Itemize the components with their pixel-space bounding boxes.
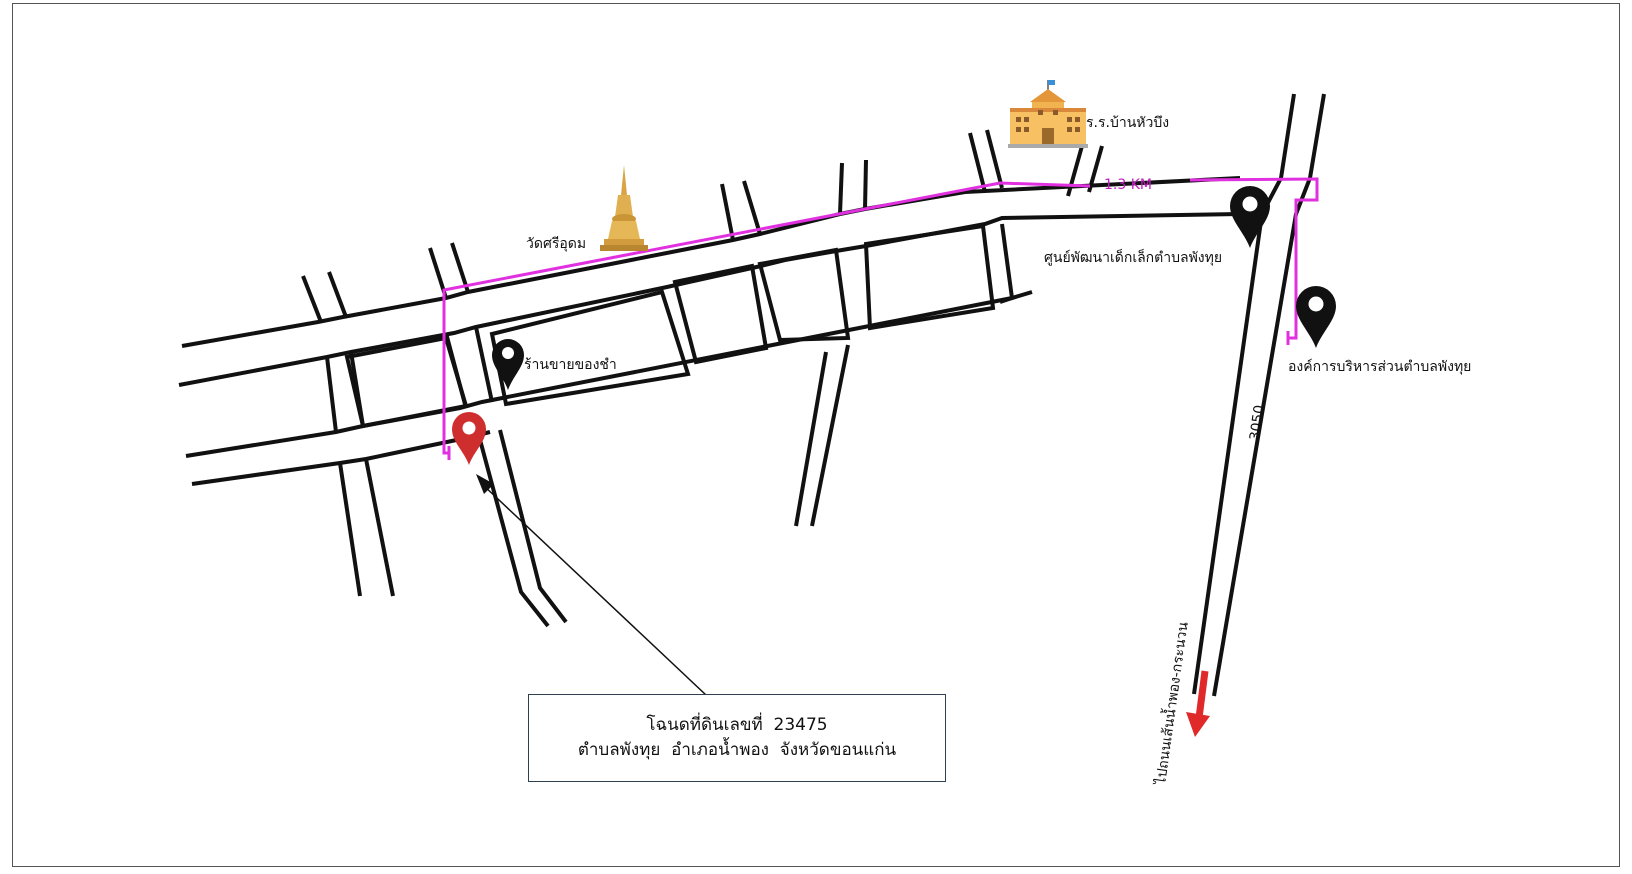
- shop-label: ร้านขายของชำ: [524, 357, 617, 373]
- street-c-right: [364, 458, 395, 597]
- block-5: [863, 223, 996, 331]
- street-d-right: [450, 242, 470, 293]
- road-network: [178, 93, 1326, 697]
- block-6-edge: [999, 223, 1015, 304]
- direction-label: ไปถนนเส้นน้ำพอง-กระนวน: [1150, 620, 1192, 786]
- highway-label: 3050: [1247, 404, 1268, 442]
- shop-pin-icon: [492, 339, 524, 390]
- school-building-icon: [1008, 80, 1088, 148]
- sao-pin-icon: [1296, 286, 1336, 348]
- deed-line-2: ตำบลพังทุย อำเภอน้ำพอง จังหวัดขอนแก่น: [577, 740, 897, 760]
- street-j-left: [1066, 145, 1084, 197]
- deed-line-1: โฉนดที่ดินเลขที่ 23475: [646, 715, 828, 736]
- street-a-left: [301, 275, 323, 323]
- street-g-left: [720, 183, 735, 241]
- highway-3050-edge-left: [1192, 93, 1296, 695]
- street-k-right: [810, 344, 850, 527]
- deed-info-box: โฉนดที่ดินเลขที่ 23475 ตำบลพังทุย อำเภอน…: [528, 694, 946, 782]
- block-1: [344, 335, 469, 429]
- lower-road-edge-top: [185, 290, 1033, 458]
- street-i-left: [968, 132, 987, 193]
- distance-label: 1.3 KM: [1104, 177, 1152, 193]
- block-2: [489, 289, 691, 407]
- street-e-right: [474, 326, 494, 403]
- street-h-left: [838, 162, 844, 215]
- deed-pointer-line: [481, 483, 707, 696]
- childcare-pin-icon: [1230, 186, 1270, 248]
- distance-route: [442, 181, 1091, 455]
- sao-label: องค์การบริหารส่วนตำบลพังทุย: [1288, 358, 1471, 375]
- street-g-right: [742, 180, 762, 235]
- street-k-left: [794, 351, 828, 527]
- block-3: [672, 263, 769, 365]
- street-c-left: [338, 462, 362, 597]
- deed-pointer-arrowhead: [476, 474, 494, 494]
- street-a-right: [327, 271, 348, 318]
- temple-pagoda-icon: [600, 165, 648, 251]
- street-i-right: [985, 129, 1004, 189]
- street-f-left: [477, 435, 550, 628]
- street-f-right: [498, 429, 568, 624]
- street-b-left: [325, 356, 338, 433]
- street-h-right: [863, 159, 868, 210]
- map-frame: [12, 3, 1620, 867]
- street-j-right: [1087, 145, 1104, 193]
- distance-route-right: [1189, 177, 1319, 340]
- highway-3050-edge-right: [1212, 93, 1326, 697]
- childcare-label: ศูนย์พัฒนาเด็กเล็กตำบลพังทุย: [1044, 248, 1222, 266]
- arrow-down-icon: [1186, 670, 1210, 737]
- block-4: [757, 247, 851, 343]
- temple-label: วัดศรีอุดม: [526, 236, 586, 252]
- school-label: ร.ร.บ้านหัวบึง: [1086, 115, 1169, 131]
- property-pin-icon: [452, 412, 486, 465]
